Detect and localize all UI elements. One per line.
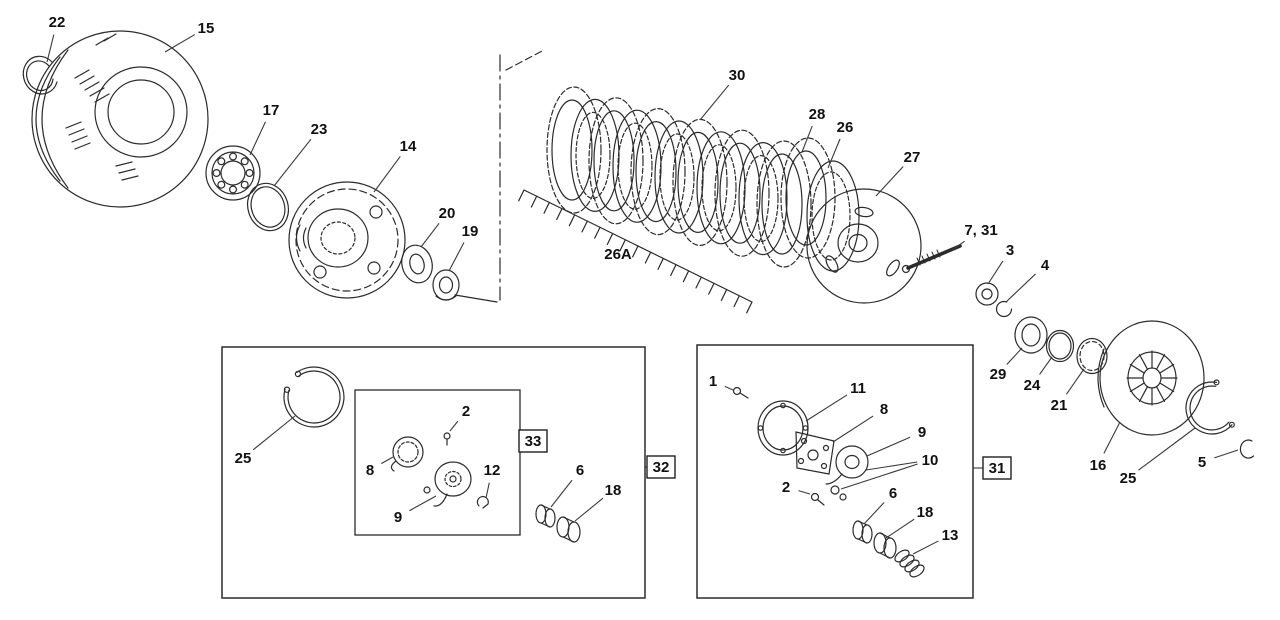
- clutch-plate-stack-30-illustration: [546, 86, 812, 268]
- spring-13-illustration: [894, 549, 925, 578]
- clutch-hub-14-illustration: [288, 181, 406, 299]
- part-callout-18: 18: [605, 482, 622, 499]
- retaining-ring-25-inset-illustration: [283, 366, 345, 428]
- clip-12-inset-illustration: [476, 495, 489, 509]
- nut-19-illustration: [432, 269, 498, 303]
- part-callout-13: 13: [942, 527, 959, 544]
- boxed-label-frame-32: [646, 455, 676, 479]
- retainer-plate-11-illustration: [757, 400, 809, 456]
- snap-ring-23-illustration: [246, 182, 290, 232]
- release-lever-9-10-illustration: [825, 445, 869, 501]
- screw-1-illustration: [732, 386, 749, 399]
- part-callout-2: 2: [462, 403, 470, 420]
- bushing-6-inset-illustration: [535, 504, 556, 528]
- part-callout-19: 19: [462, 223, 479, 240]
- part-callout-27: 27: [904, 149, 921, 166]
- part-callout-11: 11: [850, 380, 866, 397]
- boxed-label-33: 33: [525, 433, 542, 450]
- bracket-26A-hatch-line: [518, 189, 753, 314]
- pushrod-7-31-illustration: [901, 244, 962, 274]
- washer-20-illustration: [401, 244, 433, 284]
- ring-29-illustration: [1014, 316, 1048, 354]
- retaining-ring-25-right-illustration: [1185, 379, 1235, 435]
- part-callout-23: 23: [311, 121, 328, 138]
- part-callout-18: 18: [917, 504, 934, 521]
- diaphragm-spring-16-illustration: [1097, 320, 1205, 436]
- part-callout-10: 10: [922, 452, 939, 469]
- part-callout-16: 16: [1090, 457, 1107, 474]
- clip-5-illustration: [1239, 439, 1255, 459]
- boxed-label-32: 32: [653, 459, 670, 476]
- part-callout-2: 2: [782, 479, 790, 496]
- part-callout-8: 8: [366, 462, 374, 479]
- part-callout-14: 14: [400, 138, 417, 155]
- part-callout-29: 29: [990, 366, 1007, 383]
- part-callout-26: 26: [837, 119, 854, 136]
- part-callout-731: 7, 31: [964, 222, 997, 239]
- part-callout-30: 30: [729, 67, 746, 84]
- inset-box-33: [354, 389, 521, 536]
- part-callout-20: 20: [439, 205, 456, 222]
- bushing-6-right-illustration: [852, 520, 873, 544]
- ring-24-illustration: [1045, 329, 1075, 363]
- boxed-label-frame-31: [982, 456, 1012, 480]
- screw-2-inset-illustration: [423, 432, 451, 494]
- part-callout-25: 25: [1120, 470, 1137, 487]
- clutch-basket-15-illustration: [31, 30, 209, 208]
- pressure-plate-27-illustration: [806, 188, 922, 304]
- inset-box-31: [696, 344, 974, 599]
- part-callout-26A: 26A: [604, 246, 632, 263]
- part-callout-17: 17: [263, 102, 280, 119]
- part-callout-22: 22: [49, 14, 66, 31]
- inset-box-32: [221, 346, 646, 599]
- hub-9-inset-illustration: [433, 461, 472, 507]
- part-callout-4: 4: [1041, 257, 1050, 274]
- part-callout-5: 5: [1198, 454, 1206, 471]
- spring-8-inset-illustration: [390, 436, 424, 472]
- boxed-label-31: 31: [989, 460, 1006, 477]
- part-callout-8: 8: [880, 401, 888, 418]
- screw-2-right-illustration: [810, 492, 825, 506]
- bearing-3-illustration: [975, 282, 999, 306]
- part-callout-1: 1: [709, 373, 717, 390]
- part-callout-28: 28: [809, 106, 826, 123]
- separator-dash-lines: [499, 49, 545, 301]
- part-callout-9: 9: [394, 509, 402, 526]
- bracket-plate-8-illustration: [795, 431, 835, 475]
- part-callout-15: 15: [198, 20, 215, 37]
- part-callout-21: 21: [1051, 397, 1068, 414]
- part-callout-24: 24: [1024, 377, 1041, 394]
- bushing-18-inset-illustration: [556, 516, 581, 543]
- part-callout-3: 3: [1006, 242, 1014, 259]
- spring-washer-21-illustration: [1076, 337, 1108, 375]
- bushing-18-right-illustration: [873, 532, 897, 559]
- bearing-17-illustration: [205, 145, 261, 201]
- part-callout-25: 25: [235, 450, 252, 467]
- part-callout-9: 9: [918, 424, 926, 441]
- boxed-label-frame-33: [518, 429, 548, 453]
- part-callout-12: 12: [484, 462, 501, 479]
- clip-4-illustration: [995, 300, 1013, 318]
- retaining-ring-22-illustration: [22, 55, 58, 95]
- part-callout-6: 6: [889, 485, 897, 502]
- part-callout-6: 6: [576, 462, 584, 479]
